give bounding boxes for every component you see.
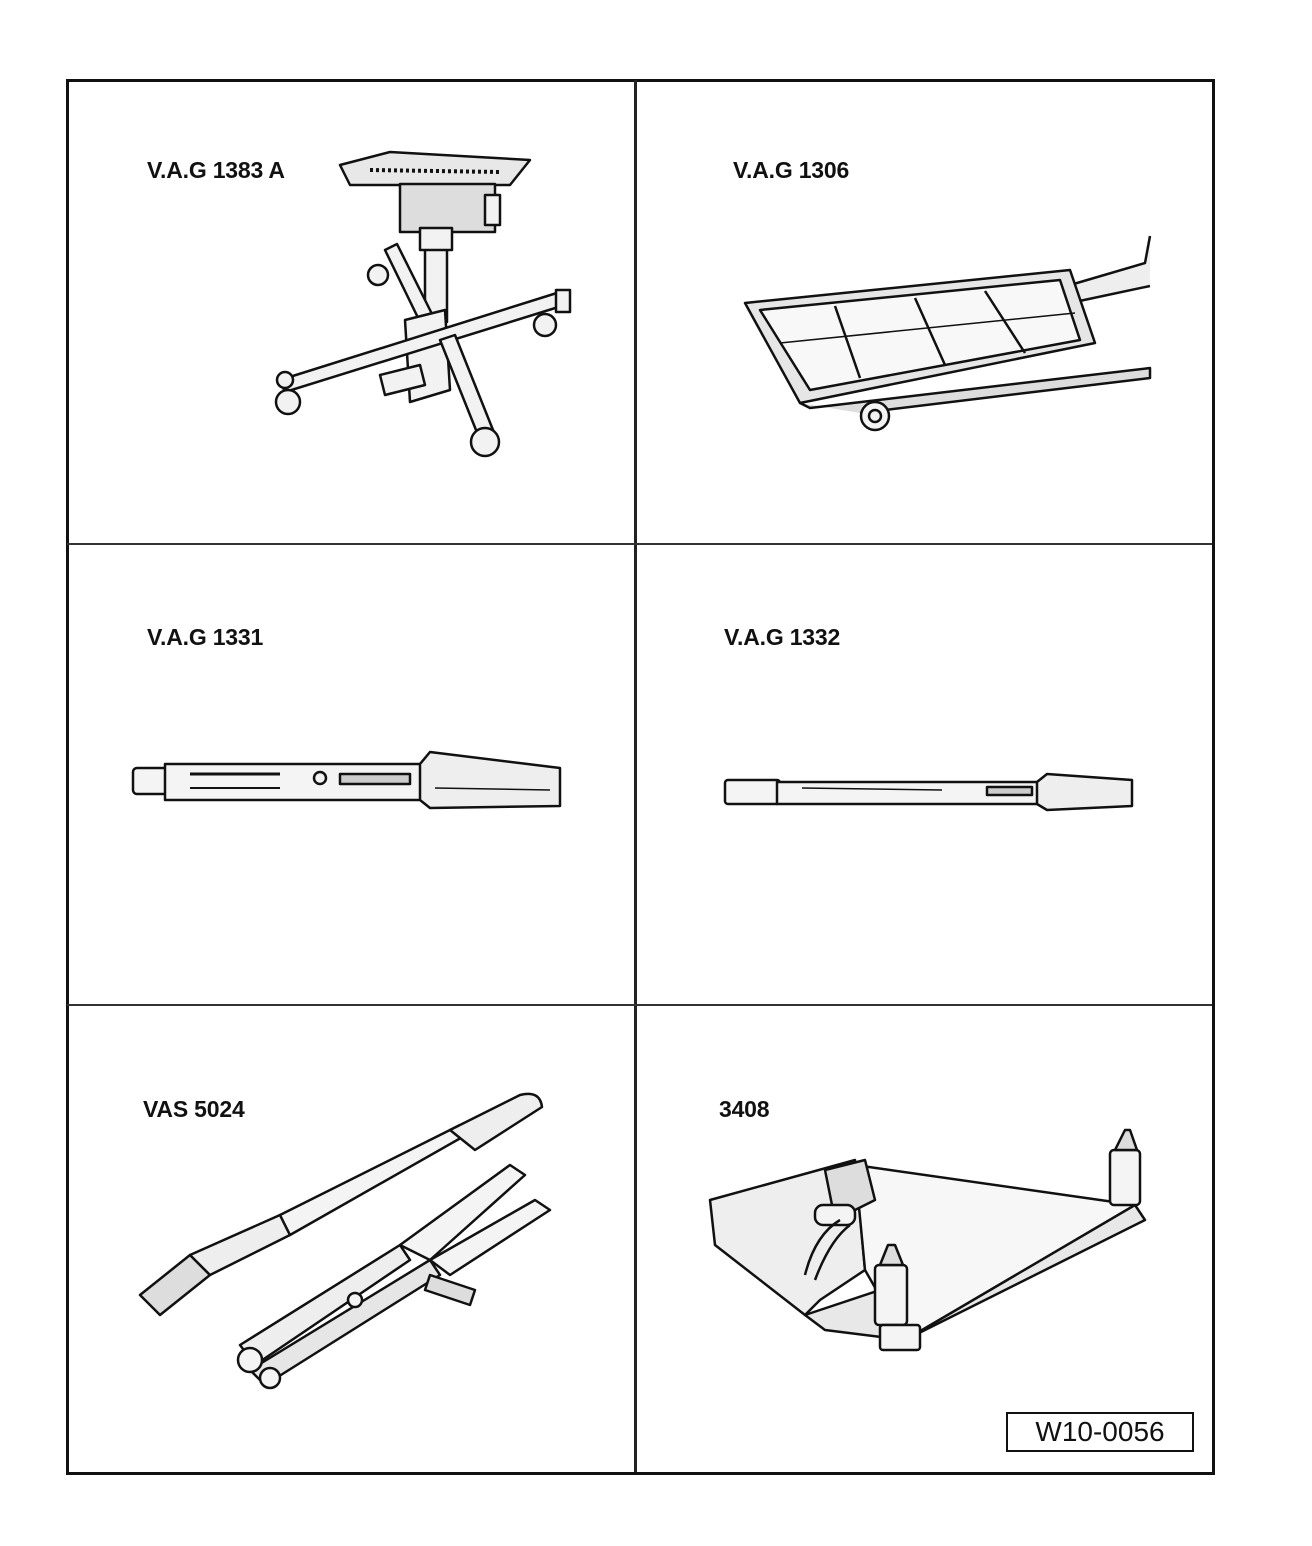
hose-clip-pliers-icon	[130, 1085, 560, 1395]
grid-divider-horizontal	[67, 543, 1212, 545]
drip-tray-icon	[740, 228, 1160, 438]
grid-divider-horizontal	[67, 1004, 1212, 1006]
tool-label: V.A.G 1331	[147, 624, 264, 650]
torque-wrench-icon	[130, 748, 570, 818]
tool-label: V.A.G 1306	[733, 157, 850, 183]
tool-label: VAS 5024	[143, 1096, 245, 1122]
tool-label: V.A.G 1332	[724, 624, 841, 650]
tool-label: 3408	[719, 1096, 770, 1122]
transmission-jack-icon	[260, 140, 580, 460]
torque-wrench-icon	[722, 770, 1142, 815]
tool-label: V.A.G 1383 A	[147, 157, 285, 183]
figure-reference: W10-0056	[1006, 1412, 1194, 1452]
engine-support-icon	[705, 1125, 1165, 1365]
grid-divider-vertical	[634, 80, 637, 1472]
figure-frame	[66, 79, 1215, 1475]
